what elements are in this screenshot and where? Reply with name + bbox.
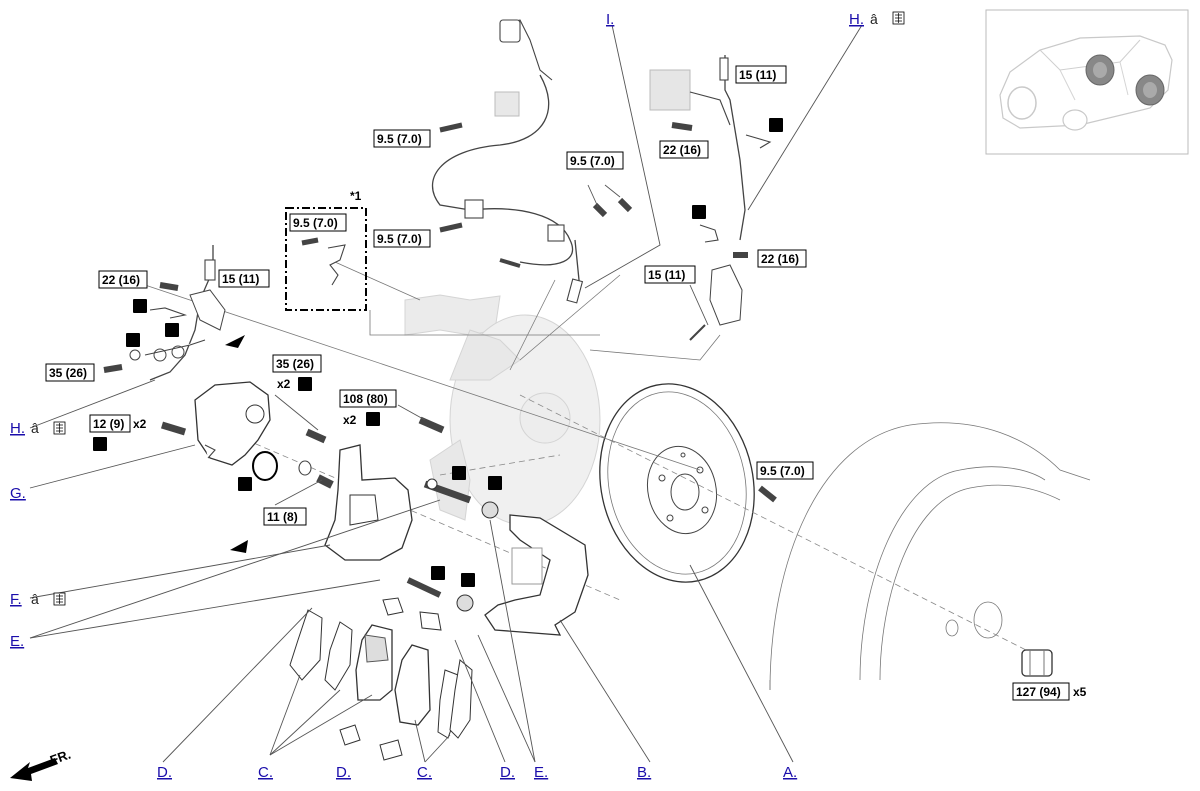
front-arrow-icon: FR. [10, 747, 73, 781]
torque-spec: 22 (16) [761, 252, 799, 266]
torque-spec: 9.5 (7.0) [760, 464, 805, 478]
callout-links[interactable]: A. B. C. C. D. D. D. E. E. F. G. H. H. I… [10, 11, 864, 781]
note-1-ref: *1 [350, 189, 362, 203]
speed-sensor-harness [431, 19, 584, 304]
torque-spec: 9.5 (7.0) [377, 132, 422, 146]
torque-spec: 22 (16) [102, 273, 140, 287]
torque-spec: 22 (16) [663, 143, 701, 157]
parking-brake-drum [769, 422, 1091, 691]
callout-suffix: â [31, 591, 39, 607]
callout-suffix-marks: â â â [31, 11, 905, 607]
callout-d-link[interactable]: D. [500, 764, 515, 781]
torque-spec: 108 (80) [343, 392, 388, 406]
grease-symbol-icon [53, 421, 66, 435]
torque-spec: 9.5 (7.0) [570, 154, 615, 168]
callout-a-link[interactable]: A. [783, 764, 797, 781]
direction-arrow-upper [225, 335, 245, 348]
hub-nut [1021, 649, 1053, 677]
torque-spec: 127 (94) [1016, 685, 1061, 699]
quantity-multiplier: x5 [1073, 685, 1087, 699]
direction-arrow-lower [230, 540, 248, 553]
callout-leaders [29, 24, 863, 763]
brake-pads-and-shims [289, 577, 474, 761]
callout-h-link[interactable]: H. [10, 420, 25, 437]
callout-suffix: â [31, 420, 39, 436]
rotor-set-screw [758, 485, 777, 503]
torque-spec: 35 (26) [49, 366, 87, 380]
grease-symbol-icon [53, 592, 66, 606]
callout-d-link[interactable]: D. [336, 764, 351, 781]
misc-bolts [418, 416, 445, 434]
front-label: FR. [48, 747, 73, 768]
harness-bolts [439, 122, 633, 233]
callout-c-link[interactable]: C. [258, 764, 273, 781]
torque-spec: 11 (8) [267, 510, 298, 524]
callout-e-link[interactable]: E. [534, 764, 548, 781]
flexible-hose-right [649, 55, 772, 341]
vehicle-location-inset [985, 9, 1189, 155]
torque-spec: 35 (26) [276, 357, 314, 371]
quantity-multiplier: x2 [277, 377, 291, 391]
torque-spec: 15 (11) [739, 68, 776, 82]
callout-suffix: â [870, 11, 878, 27]
grease-symbol-icon [892, 11, 905, 25]
callout-f-link[interactable]: F. [10, 591, 22, 608]
callout-h-link[interactable]: H. [849, 11, 864, 28]
torque-spec: 9.5 (7.0) [293, 216, 338, 230]
disc-rotor [599, 383, 755, 583]
callout-i-link[interactable]: I. [606, 11, 614, 28]
callout-c-link[interactable]: C. [417, 764, 432, 781]
flexible-hose-left [103, 245, 226, 381]
torque-labels: 9.5 (7.0) 9.5 (7.0) 9.5 (7.0) 9.5 (7.0) … [45, 65, 1087, 701]
callout-e-link[interactable]: E. [10, 633, 24, 650]
callout-d-link[interactable]: D. [157, 764, 172, 781]
quantity-multiplier: x2 [133, 417, 147, 431]
disc-brake-cylinder-mounting [484, 514, 589, 636]
torque-spec: 15 (11) [648, 268, 685, 282]
torque-spec: 15 (11) [222, 272, 259, 286]
note-1-box: *1 [285, 189, 367, 311]
callout-b-link[interactable]: B. [637, 764, 651, 781]
callout-g-link[interactable]: G. [10, 485, 26, 502]
brake-caliper-body [160, 381, 334, 489]
quantity-multiplier: x2 [343, 413, 357, 427]
torque-spec: 9.5 (7.0) [377, 232, 422, 246]
torque-spec: 12 (9) [93, 417, 124, 431]
